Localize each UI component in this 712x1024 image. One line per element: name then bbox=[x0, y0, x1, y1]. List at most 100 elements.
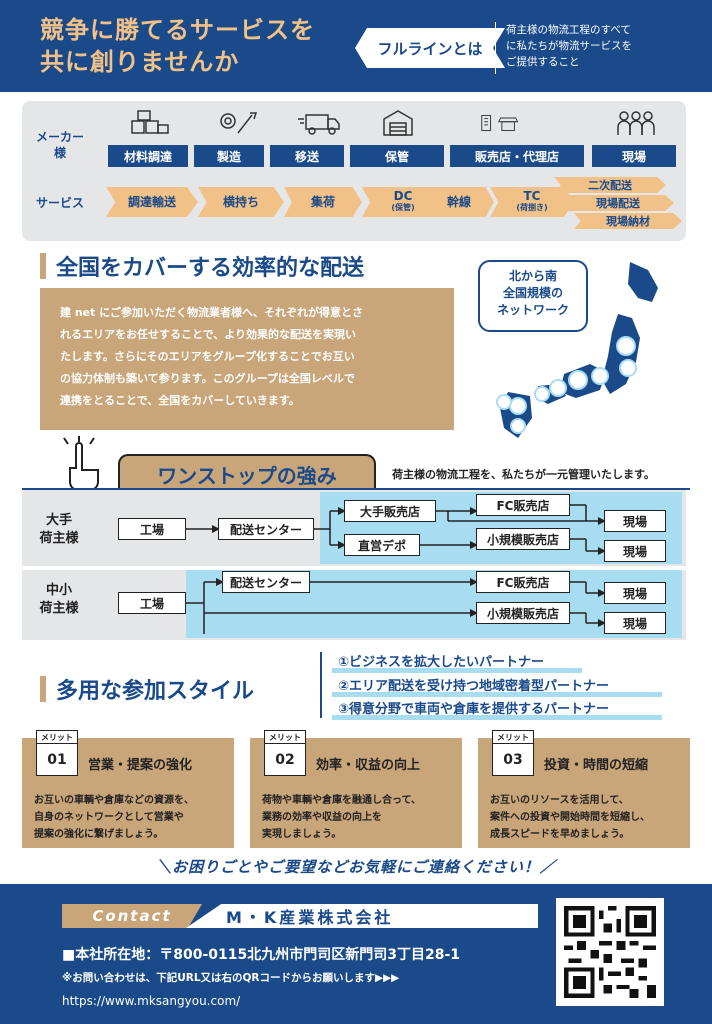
coverage-text-line: たします。さらにそのエリアをグループ化することでお互い bbox=[60, 350, 355, 363]
merit-heading: 投資・時間の短縮 bbox=[544, 758, 649, 773]
styles-divider bbox=[320, 652, 322, 718]
large-shipper-label: 大手 荷主様 bbox=[24, 512, 94, 548]
merit-body-line: お互いのリソースを活用して、 bbox=[490, 795, 629, 806]
coverage-text-line: の協力体制も築いて参ります。このグループは全国レベルで bbox=[60, 372, 355, 385]
callout-line: ネットワーク bbox=[496, 303, 569, 317]
store-icon bbox=[481, 114, 519, 132]
coverage-title: 全国をカバーする効率的な配送 bbox=[56, 256, 365, 281]
tier-label-line: 中小 bbox=[45, 583, 72, 598]
headline-line-1: 競争に勝てるサービスを bbox=[40, 16, 315, 44]
tier-label-line: 荷主様 bbox=[39, 601, 79, 616]
merit-card-2: メリット 02 効率・収益の向上 荷物や車輌や倉庫を融通し合って、 業務の効率や… bbox=[250, 730, 462, 848]
service-site-delivery: 現場配送 bbox=[562, 195, 674, 211]
stage-site: 現場 bbox=[592, 145, 676, 167]
callout-line: 全国規模の bbox=[502, 286, 563, 300]
merit-tag: メリット bbox=[36, 730, 78, 744]
merit-heading: 効率・収益の向上 bbox=[316, 758, 421, 773]
style-item-3: ③得意分野で車両や倉庫を提供するパートナー bbox=[338, 702, 610, 717]
fullline-label: フルラインとは bbox=[355, 28, 505, 68]
merit-body-line: 案件への投資や開始時間を短縮し、 bbox=[490, 812, 650, 823]
service-trunk-line: 幹線 bbox=[424, 187, 494, 217]
stage-manufacturing: 製造 bbox=[194, 145, 264, 167]
contact-call-to-action: ＼お困りごとやご要望などお気軽にご連絡ください！／ bbox=[156, 858, 556, 876]
coverage-text-line: 連携をとることで、全国をカバーしていきます。 bbox=[60, 394, 300, 407]
merit-tag: メリット bbox=[492, 730, 534, 744]
merit-number: 02 bbox=[264, 744, 306, 776]
merit-body-line: 自身のネットワークとして営業や bbox=[34, 812, 184, 823]
node-fc-dealer-large: FC販売店 bbox=[476, 494, 570, 516]
node-site-4: 現場 bbox=[604, 612, 666, 634]
maker-label-line: メーカー bbox=[35, 130, 84, 144]
node-center-large: 配送センター bbox=[218, 518, 314, 540]
node-factory-small: 工場 bbox=[118, 592, 186, 614]
pointing-hand-icon bbox=[63, 436, 99, 491]
merit-body: お互いの車輌や倉庫などの資源を、 自身のネットワークとして営業や 提案の強化に繋… bbox=[34, 792, 230, 843]
company-address: ■本社所在地：〒800-0115北九州市門司区新門司3丁目28-1 bbox=[62, 947, 461, 963]
stage-material-procurement: 材料調達 bbox=[108, 145, 188, 167]
node-site-1: 現場 bbox=[604, 510, 666, 532]
gears-tools-icon bbox=[220, 112, 258, 134]
footer: Contact M・K産業株式会社 ■本社所在地：〒800-0115北九州市門司… bbox=[0, 884, 712, 1024]
headline: 競争に勝てるサービスを 共に創りませんか bbox=[40, 14, 315, 78]
maker-row-label: メーカー 様 bbox=[30, 129, 90, 161]
service-site-material: 現場納材 bbox=[574, 213, 682, 229]
callout-line: 北から南 bbox=[508, 269, 557, 283]
qr-code-graphic bbox=[564, 906, 656, 998]
merit-body-line: 成長スピードを早めましょう。 bbox=[490, 829, 630, 840]
node-fc-dealer-small: FC販売店 bbox=[476, 571, 570, 593]
merit-tag: メリット bbox=[264, 730, 306, 744]
tier-label-line: 大手 bbox=[45, 513, 72, 528]
stage-transfer: 移送 bbox=[270, 145, 344, 167]
merit-body: 荷物や車輌や倉庫を融通し合って、 業務の効率や収益の向上を 実現しましょう。 bbox=[262, 792, 458, 843]
network-callout: 北から南 全国規模の ネットワーク bbox=[478, 260, 588, 332]
coverage-text-line: れるエリアをお任せすることで、より効果的な配送を実現い bbox=[60, 328, 357, 341]
node-small-dealer-large: 小規模販売店 bbox=[476, 528, 570, 550]
styles-title-bar bbox=[40, 676, 46, 702]
merit-number: 01 bbox=[36, 744, 78, 776]
contact-label: Contact bbox=[62, 904, 202, 928]
node-center-small: 配送センター bbox=[222, 571, 310, 593]
style-item-1: ①ビジネスを拡大したいパートナー bbox=[338, 655, 545, 670]
merit-body: お互いのリソースを活用して、 案件への投資や開始時間を短縮し、 成長スピードを早… bbox=[490, 792, 686, 843]
stage-storage: 保管 bbox=[350, 145, 444, 167]
merit-body-line: 業務の効率や収益の向上を bbox=[262, 812, 382, 823]
maker-label-line: 様 bbox=[53, 146, 66, 160]
node-direct-depot: 直営デポ bbox=[344, 534, 420, 556]
website-link[interactable]: https://www.mksangyou.com/ bbox=[62, 994, 241, 1008]
merit-body-line: 荷物や車輌や倉庫を融通し合って、 bbox=[262, 795, 421, 806]
logistics-flow-panel: メーカー 様 サービス 材料調達 製造 移送 保管 販売店・代理店 現場 調達輸… bbox=[22, 101, 686, 241]
coverage-text-line: 建 net にご参加いただく物流業者様へ、それぞれが得意とさ bbox=[60, 306, 363, 319]
style-underline-1 bbox=[332, 668, 582, 673]
boxes-icon bbox=[131, 110, 169, 134]
service-dc-label: DC(保管) bbox=[391, 189, 415, 213]
fullline-desc-line: 荷主様の物流工程のすべて bbox=[506, 24, 631, 36]
service-secondary-delivery: 二次配送 bbox=[554, 177, 666, 193]
node-site-3: 現場 bbox=[604, 582, 666, 604]
service-tc-label: TC(荷捌き) bbox=[516, 190, 547, 213]
node-small-dealer-small: 小規模販売店 bbox=[476, 602, 570, 624]
style-item-2: ②エリア配送を受け持つ地域密着型パートナー bbox=[338, 679, 610, 694]
onestop-divider bbox=[22, 488, 690, 490]
node-large-dealer: 大手販売店 bbox=[344, 500, 436, 522]
merit-body-line: 提案の強化に繋げましょう。 bbox=[34, 829, 164, 840]
company-name: M・K産業株式会社 bbox=[186, 904, 538, 928]
small-shipper-label: 中小 荷主様 bbox=[24, 582, 94, 618]
merit-body-line: 実現しましょう。 bbox=[262, 829, 342, 840]
people-icon bbox=[617, 111, 655, 135]
headline-line-2: 共に創りませんか bbox=[40, 48, 240, 76]
dc-text: DC bbox=[393, 189, 413, 203]
service-procurement-transport: 調達輸送 bbox=[106, 187, 198, 217]
fullline-desc-line: ご提供すること bbox=[506, 56, 580, 68]
service-pickup: 集荷 bbox=[284, 187, 362, 217]
styles-title: 多用な参加スタイル bbox=[56, 679, 255, 704]
service-lateral-transfer: 横持ち bbox=[198, 187, 284, 217]
merit-body-line: お互いの車輌や倉庫などの資源を、 bbox=[34, 795, 194, 806]
fullline-explainer: フルラインとは 荷主様の物流工程のすべて に私たちが物流サービスを ご提供するこ… bbox=[355, 22, 667, 74]
merit-number: 03 bbox=[492, 744, 534, 776]
dc-subtext: (保管) bbox=[391, 203, 415, 212]
coverage-title-bar bbox=[40, 253, 46, 279]
qr-code-icon[interactable] bbox=[556, 898, 664, 1006]
header-banner: 競争に勝てるサービスを 共に創りませんか フルラインとは 荷主様の物流工程のすべ… bbox=[0, 0, 712, 92]
fullline-desc-line: に私たちが物流サービスを bbox=[506, 40, 632, 52]
truck-icon bbox=[298, 114, 340, 135]
